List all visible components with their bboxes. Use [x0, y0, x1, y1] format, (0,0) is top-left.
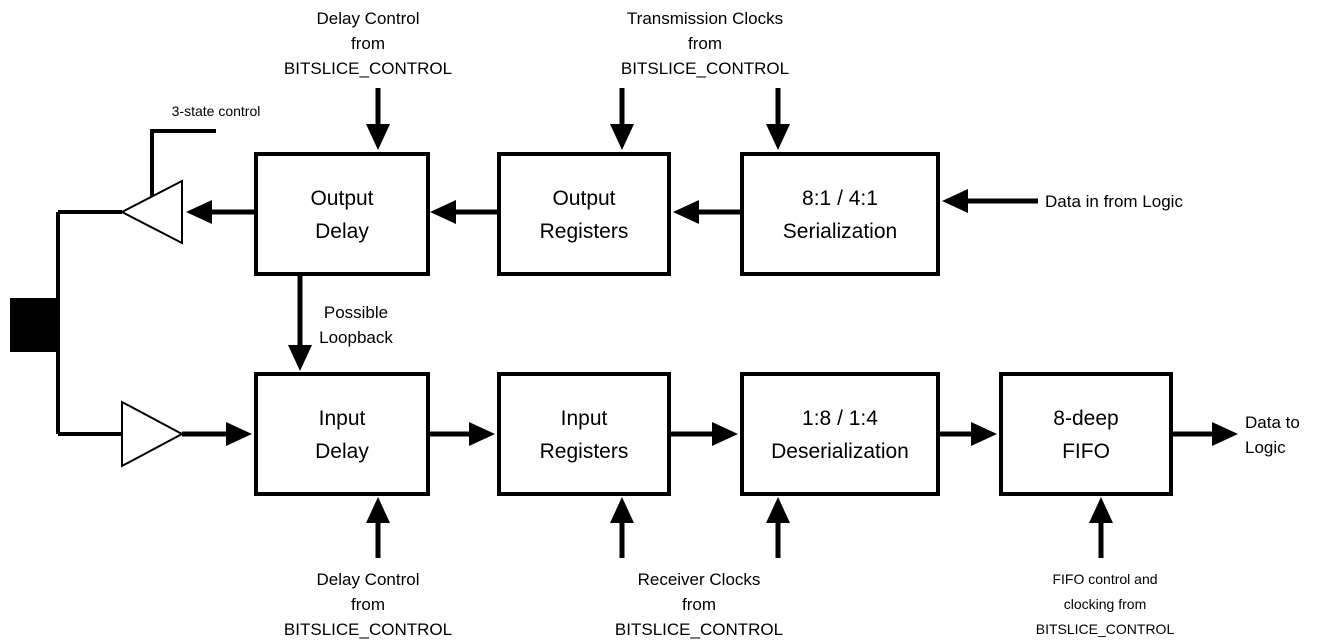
input-registers-label-1: Input [561, 407, 608, 430]
loopback-line2: Loopback [319, 328, 393, 347]
output-delay-label-1: Output [310, 187, 373, 210]
arrowhead-right [971, 422, 997, 446]
fifo-control-line1: FIFO control and [1052, 571, 1157, 587]
delay-control-top-line2: from [351, 34, 385, 53]
deserialization-label-1: 1:8 / 1:4 [802, 407, 878, 430]
arrowhead-down [288, 345, 312, 371]
output-delay-label-2: Delay [315, 220, 369, 243]
arrowhead-right [469, 422, 495, 446]
arrowhead-up [766, 497, 790, 523]
receiver-clocks-line3: BITSLICE_CONTROL [615, 620, 783, 639]
input-delay-label-1: Input [319, 407, 366, 430]
transmission-clocks-line3: BITSLICE_CONTROL [621, 59, 789, 78]
input-delay-label-2: Delay [315, 440, 369, 463]
output-registers-label-1: Output [552, 187, 615, 210]
loopback-line1: Possible [324, 303, 388, 322]
arrowhead-left [186, 200, 212, 224]
deserialization-block: 1:8 / 1:4 Deserialization [740, 372, 940, 496]
output-delay-block: Output Delay [254, 152, 430, 276]
delay-control-top-line1: Delay Control [317, 9, 420, 28]
output-buffer [119, 179, 183, 245]
transmission-clocks-line1: Transmission Clocks [627, 9, 783, 28]
fifo-control-line3: BITSLICE_CONTROL [1036, 621, 1175, 637]
serialization-label-2: Serialization [783, 220, 897, 243]
arrowhead-left [673, 200, 699, 224]
serialization-block: 8:1 / 4:1 Serialization [740, 152, 940, 276]
arrowhead-right [1212, 422, 1238, 446]
data-in-label: Data in from Logic [1045, 192, 1183, 211]
data-to-logic-line2: Logic [1245, 438, 1286, 457]
delay-control-bottom-line1: Delay Control [317, 570, 420, 589]
serialization-label-1: 8:1 / 4:1 [802, 187, 878, 210]
arrowhead-left [430, 200, 456, 224]
arrowhead-down [766, 124, 790, 150]
arrowhead-down [366, 124, 390, 150]
fifo-label-1: 8-deep [1053, 407, 1118, 430]
arrowhead-left [942, 189, 968, 213]
three-state-label: 3-state control [172, 103, 261, 119]
receiver-clocks-line2: from [682, 595, 716, 614]
input-delay-block: Input Delay [254, 372, 430, 496]
input-registers-label-2: Registers [540, 440, 629, 463]
arrowhead-right [712, 422, 738, 446]
delay-control-bottom-line3: BITSLICE_CONTROL [284, 620, 452, 639]
data-to-logic-line1: Data to [1245, 413, 1300, 432]
fifo-label-2: FIFO [1062, 440, 1110, 463]
arrowhead-up [366, 497, 390, 523]
io-pad [10, 298, 60, 352]
delay-control-top-line3: BITSLICE_CONTROL [284, 59, 452, 78]
receiver-clocks-line1: Receiver Clocks [638, 570, 761, 589]
fifo-block: 8-deep FIFO [999, 372, 1173, 496]
three-state-wire [150, 129, 216, 196]
input-buffer [121, 400, 185, 468]
output-registers-label-2: Registers [540, 220, 629, 243]
delay-control-bottom-line2: from [351, 595, 385, 614]
input-registers-block: Input Registers [497, 372, 671, 496]
arrowhead-up [1089, 497, 1113, 523]
deserialization-label-2: Deserialization [771, 440, 909, 463]
arrowhead-down [610, 124, 634, 150]
fifo-control-line2: clocking from [1064, 596, 1146, 612]
arrowhead-up [610, 497, 634, 523]
transmission-clocks-line2: from [688, 34, 722, 53]
output-registers-block: Output Registers [497, 152, 671, 276]
arrowhead-right [226, 422, 252, 446]
